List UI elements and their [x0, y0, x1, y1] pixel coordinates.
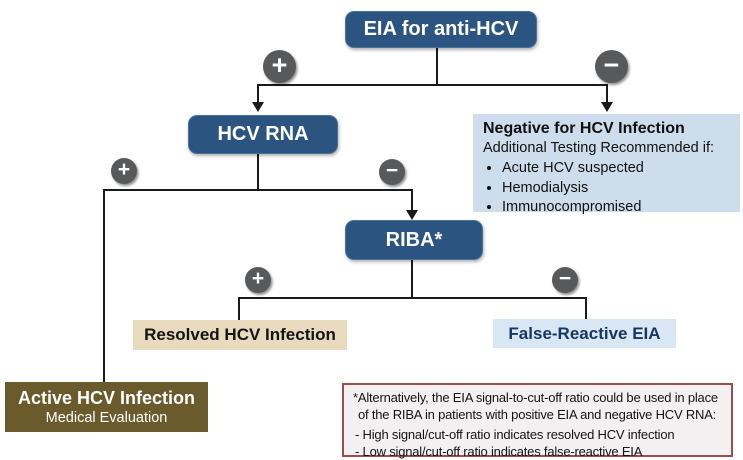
active-subtitle: Medical Evaluation	[45, 410, 168, 426]
plus-icon: +	[245, 267, 271, 293]
node-riba: RIBA*	[345, 220, 483, 260]
plus-glyph: +	[117, 158, 131, 181]
negative-bullet: Immunocompromised	[502, 198, 732, 218]
minus-glyph: −	[385, 159, 399, 182]
connector-riba-to-resolved	[238, 297, 240, 320]
minus-glyph: −	[603, 50, 620, 80]
connector-low-horizontal	[238, 297, 587, 299]
plus-icon: +	[111, 158, 137, 184]
footnote-paragraph: *Alternatively, the EIA signal-to-cut-of…	[353, 390, 718, 422]
node-resolved-hcv-infection: Resolved HCV Infection	[133, 320, 347, 350]
negative-title: Negative for HCV Infection	[483, 120, 685, 137]
minus-icon: −	[379, 159, 405, 185]
active-title: Active HCV Infection	[17, 388, 196, 408]
negative-bullet: Hemodialysis	[502, 179, 732, 199]
connector-rna-to-riba	[411, 189, 413, 211]
minus-icon: −	[552, 267, 578, 293]
minus-icon: −	[595, 50, 628, 83]
negative-bullet: Acute HCV suspected	[502, 159, 732, 179]
footnote-item: - Low signal/cut-off ratio indicates fal…	[355, 443, 643, 459]
arrowhead-to-negative	[601, 102, 613, 112]
minus-glyph: −	[558, 267, 572, 290]
negative-subtitle: Additional Testing Recommended if:	[483, 140, 715, 156]
negative-bullet-list: Acute HCV suspected Hemodialysis Immunoc…	[483, 159, 732, 218]
connector-top-horizontal	[257, 84, 608, 86]
plus-icon: +	[263, 50, 296, 83]
connector-eia-to-rna	[257, 84, 259, 103]
footnote-box: *Alternatively, the EIA signal-to-cut-of…	[342, 383, 733, 459]
connector-eia-stem	[436, 46, 438, 85]
connector-riba-to-false-reactive	[585, 297, 587, 319]
node-false-reactive-eia: False-Reactive EIA	[493, 319, 676, 348]
node-active-hcv-infection: Active HCV Infection Medical Evaluation	[5, 382, 208, 432]
node-hcv-rna: HCV RNA	[188, 115, 338, 154]
footnote-item: - High signal/cut-off ratio indicates re…	[355, 427, 675, 442]
arrowhead-to-riba	[406, 210, 418, 220]
connector-mid-horizontal	[103, 189, 413, 191]
connector-eia-to-negative	[606, 84, 608, 103]
plus-glyph: +	[271, 50, 288, 80]
arrowhead-to-hcv-rna	[252, 102, 264, 112]
connector-rna-to-active	[103, 189, 105, 382]
node-eia-for-anti-hcv: EIA for anti-HCV	[345, 11, 537, 48]
connector-riba-stem	[411, 258, 413, 299]
node-negative-for-hcv-infection: Negative for HCV Infection Additional Te…	[473, 114, 740, 215]
connector-rna-stem	[257, 152, 259, 190]
plus-glyph: +	[251, 267, 265, 290]
